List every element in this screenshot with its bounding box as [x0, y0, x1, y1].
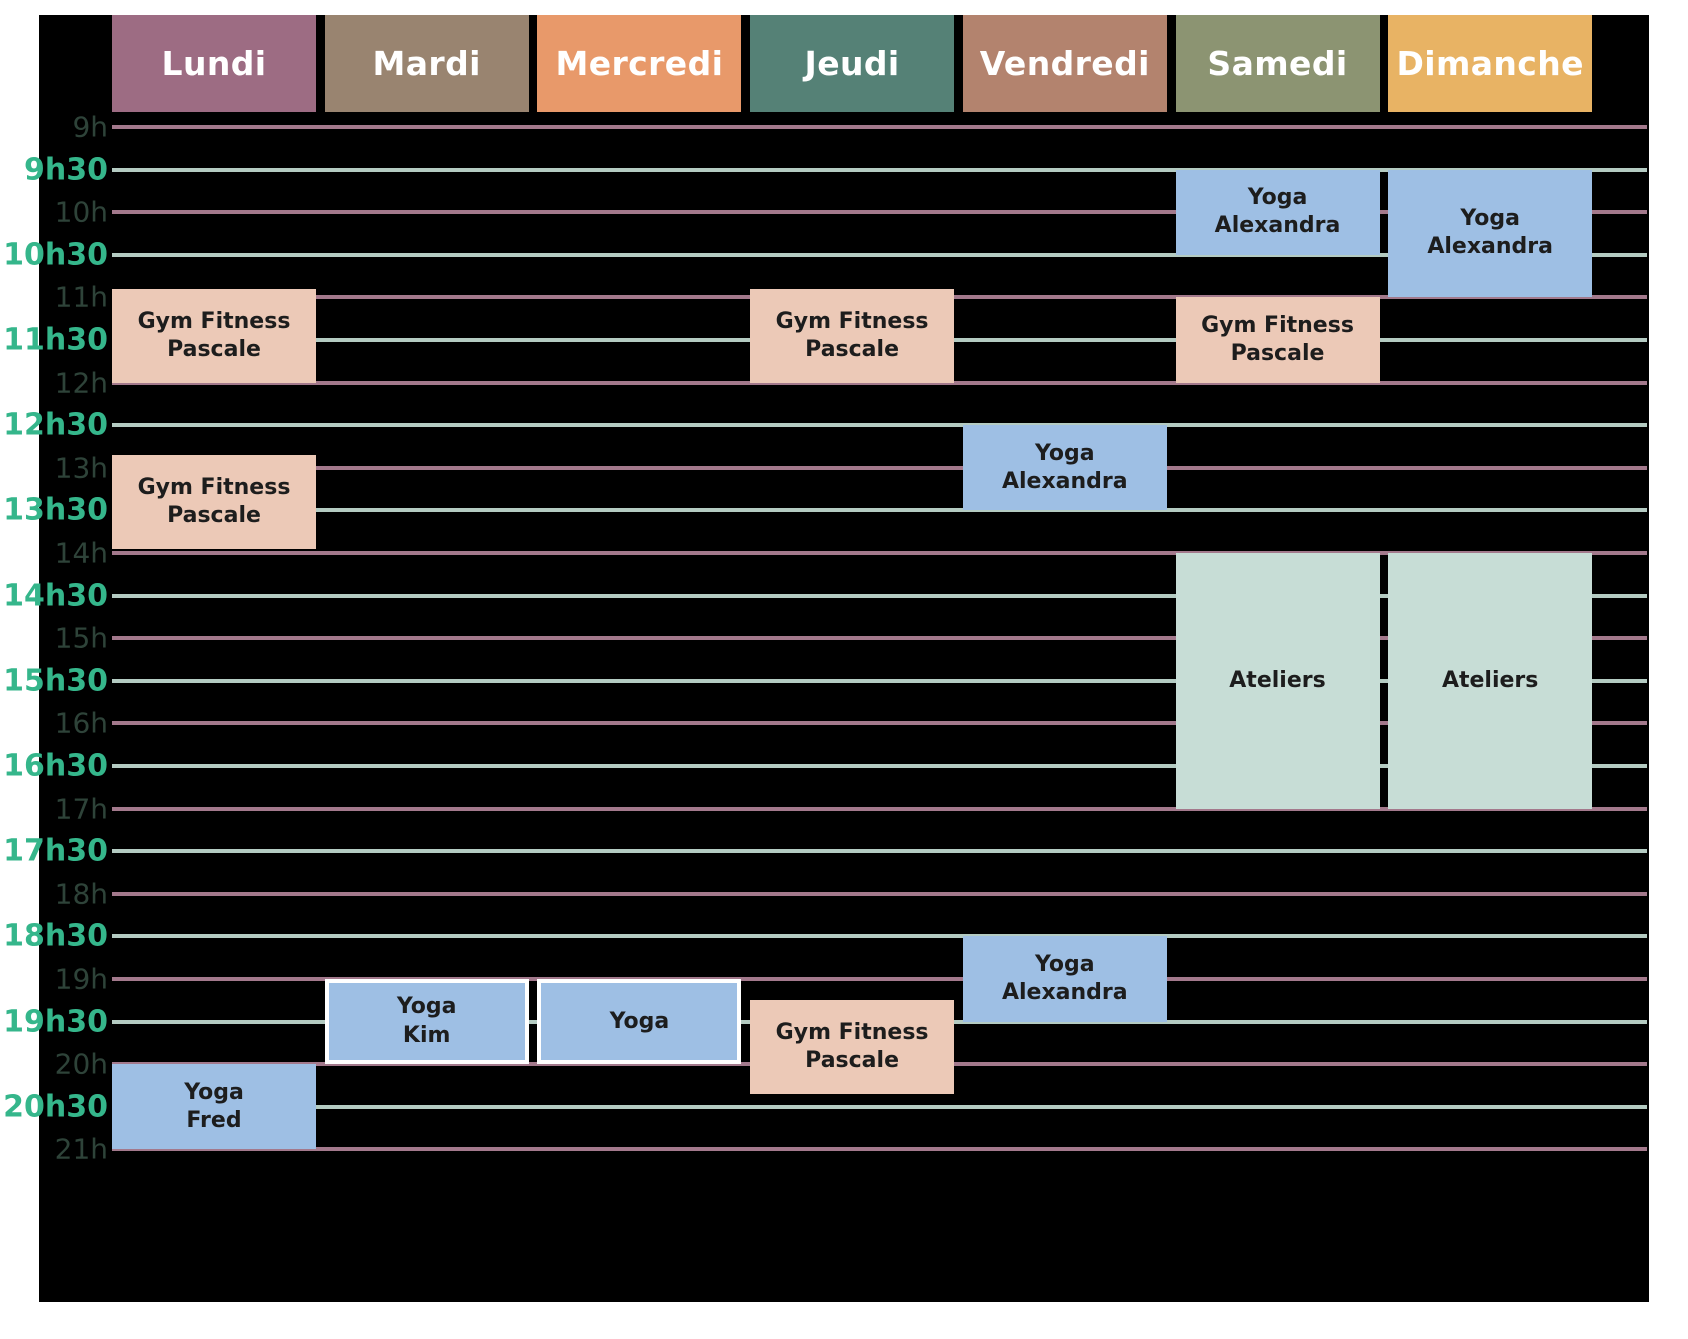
day-header-dimanche[interactable]: Dimanche	[1388, 15, 1593, 112]
time-label-20h: 20h	[54, 1047, 108, 1081]
time-label-13h: 13h	[54, 451, 108, 485]
grid-line-10h	[112, 210, 1647, 215]
grid-line-13h30	[112, 508, 1647, 513]
grid-line-17h	[112, 806, 1647, 811]
grid-line-13h	[112, 465, 1647, 470]
day-header-samedi[interactable]: Samedi	[1175, 15, 1380, 112]
event-title: Gym Fitness	[137, 308, 291, 334]
grid-line-15h30	[112, 678, 1647, 683]
event-title: Yoga	[1034, 951, 1095, 977]
grid-line-12h30	[112, 423, 1647, 428]
time-label-21h: 21h	[54, 1132, 108, 1166]
grid-line-14h	[112, 551, 1647, 555]
event-block[interactable]: Yoga	[537, 979, 742, 1065]
time-label-19h: 19h	[54, 962, 108, 996]
grid-line-16h	[112, 721, 1647, 726]
event-title: Yoga	[396, 994, 457, 1020]
time-label-17h30: 17h30	[3, 833, 108, 869]
grid-line-14h30	[112, 593, 1647, 598]
grid-line-20h30	[112, 1104, 1647, 1109]
day-header-jeudi[interactable]: Jeudi	[750, 15, 955, 112]
grid-line-19h	[112, 977, 1647, 981]
event-instructor: Alexandra	[1001, 468, 1128, 494]
event-title: Ateliers	[1441, 667, 1539, 693]
grid-line-12h	[112, 380, 1647, 385]
time-label-13h30: 13h30	[3, 492, 108, 528]
day-header-mardi[interactable]: Mardi	[324, 15, 529, 112]
event-block[interactable]: Ateliers	[1175, 553, 1380, 809]
event-instructor: Pascale	[167, 336, 261, 362]
day-header-vendredi[interactable]: Vendredi	[962, 15, 1167, 112]
event-title: Gym Fitness	[775, 1020, 929, 1045]
time-label-11h30: 11h30	[3, 322, 108, 358]
day-header-mercredi[interactable]: Mercredi	[537, 15, 742, 112]
event-instructor: Pascale	[167, 502, 261, 528]
event-title: Yoga	[1034, 440, 1095, 466]
event-instructor: Pascale	[1230, 340, 1325, 366]
event-title: Yoga	[184, 1079, 244, 1105]
event-title: Gym Fitness	[137, 474, 291, 500]
event-instructor: Kim	[402, 1022, 451, 1048]
event-instructor: Alexandra	[1427, 234, 1553, 260]
time-label-9h: 9h	[72, 110, 108, 144]
time-label-12h: 12h	[54, 366, 108, 400]
time-label-12h30: 12h30	[3, 407, 108, 443]
grid-line-10h30	[112, 252, 1647, 257]
event-title: Yoga	[1460, 206, 1520, 232]
time-label-15h: 15h	[54, 621, 108, 655]
event-title: Yoga	[609, 1008, 670, 1034]
time-label-18h: 18h	[54, 877, 108, 911]
event-instructor: Alexandra	[1214, 213, 1341, 239]
time-label-16h: 16h	[54, 706, 108, 740]
time-label-10h30: 10h30	[3, 237, 108, 273]
grid-line-18h	[112, 891, 1647, 896]
event-title: Gym Fitness	[775, 308, 929, 334]
day-header-lundi[interactable]: Lundi	[112, 15, 316, 112]
event-instructor: Pascale	[805, 336, 899, 362]
time-label-20h30: 20h30	[3, 1089, 108, 1125]
event-instructor: Alexandra	[1001, 979, 1128, 1005]
time-label-10h: 10h	[54, 195, 108, 229]
event-title: Yoga	[1247, 185, 1308, 211]
event-title: Gym Fitness	[1201, 312, 1354, 338]
time-label-11h: 11h	[54, 280, 108, 314]
time-label-9h30: 9h30	[24, 152, 108, 188]
grid-line-18h30	[112, 934, 1647, 939]
time-label-16h30: 16h30	[3, 748, 108, 784]
grid-line-9h	[112, 125, 1647, 129]
event-instructor: Fred	[186, 1107, 242, 1133]
event-block[interactable]: Ateliers	[1388, 553, 1593, 809]
event-instructor: Pascale	[805, 1048, 899, 1074]
time-label-14h30: 14h30	[3, 578, 108, 614]
grid-line-16h30	[112, 764, 1647, 768]
grid-line-17h30	[112, 849, 1647, 854]
grid-line-9h30	[112, 167, 1647, 172]
grid-line-15h	[112, 636, 1647, 641]
time-label-18h30: 18h30	[3, 918, 108, 954]
time-label-17h: 17h	[54, 792, 108, 826]
event-title: Ateliers	[1229, 667, 1326, 693]
time-label-15h30: 15h30	[3, 663, 108, 699]
time-label-19h30: 19h30	[3, 1004, 108, 1040]
time-label-14h: 14h	[54, 536, 108, 570]
grid-line-21h	[112, 1147, 1647, 1152]
